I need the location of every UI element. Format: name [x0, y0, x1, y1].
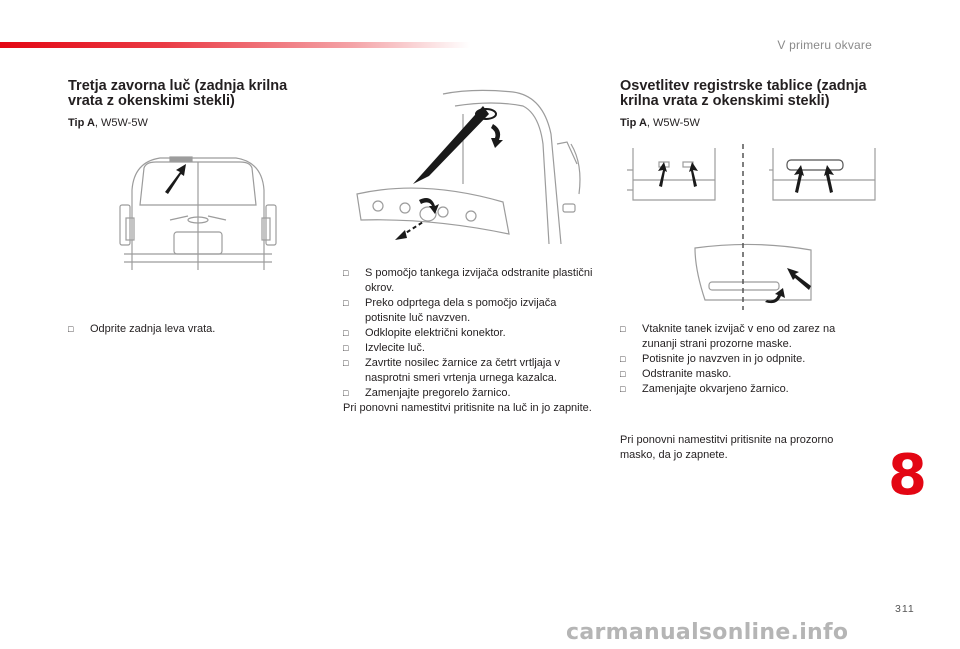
- section-title: V primeru okvare: [777, 38, 872, 52]
- left-steps: Odprite zadnja leva vrata.: [68, 322, 328, 337]
- tip-value: , W5W-5W: [94, 117, 148, 129]
- step-item: Zamenjajte okvarjeno žarnico.: [620, 382, 870, 397]
- title-line: vrata z okenskimi stekli): [68, 93, 235, 109]
- plate-light-illustration: [627, 144, 876, 310]
- step-item: Zamenjajte pregorelo žarnico.: [343, 386, 593, 401]
- watermark: carmanualsonline.info: [566, 620, 849, 645]
- right-steps: Vtaknite tanek izvijač v eno od zarez na…: [620, 322, 870, 397]
- step-item: Potisnite jo navzven in jo odpnite.: [620, 352, 870, 367]
- title-line: Osvetlitev registrske tablice (zadnja: [620, 78, 867, 94]
- tip-label: Tip A: [620, 117, 647, 129]
- tip-label: Tip A: [68, 117, 95, 129]
- step-item: Odklopite električni konektor.: [343, 326, 593, 341]
- left-bulb-type: Tip A, W5W-5W: [68, 117, 148, 129]
- right-reinstall-note: Pri ponovni namestitvi pritisnite na pro…: [620, 434, 834, 461]
- step-item: Izvlecite luč.: [343, 341, 593, 356]
- title-line: Tretja zavorna luč (zadnja krilna: [68, 78, 288, 94]
- step-item: S pomočjo tankega izvijača odstranite pl…: [343, 266, 593, 296]
- step-item: Odprite zadnja leva vrata.: [68, 322, 328, 337]
- step-item: Vtaknite tanek izvijač v eno od zarez na…: [620, 322, 870, 352]
- chapter-number: 8: [888, 443, 927, 508]
- brake-light-illustration: [356, 89, 581, 245]
- middle-steps: S pomočjo tankega izvijača odstranite pl…: [343, 266, 593, 416]
- reinstall-note: Pri ponovni namestitvi pritisnite na luč…: [343, 402, 592, 414]
- step-item: Preko odprtega dela s pomočjo izvijača p…: [343, 296, 593, 326]
- right-bulb-type: Tip A, W5W-5W: [620, 117, 700, 129]
- step-item: Zavrtite nosilec žarnice za četrt vrtlja…: [343, 356, 593, 386]
- step-item: Odstranite masko.: [620, 367, 870, 382]
- tip-value: , W5W-5W: [646, 117, 700, 129]
- title-line: krilna vrata z okenskimi stekli): [620, 93, 830, 109]
- header-accent-bar: [0, 42, 470, 48]
- van-rear-illustration: [119, 156, 277, 270]
- page-number: 311: [895, 603, 915, 615]
